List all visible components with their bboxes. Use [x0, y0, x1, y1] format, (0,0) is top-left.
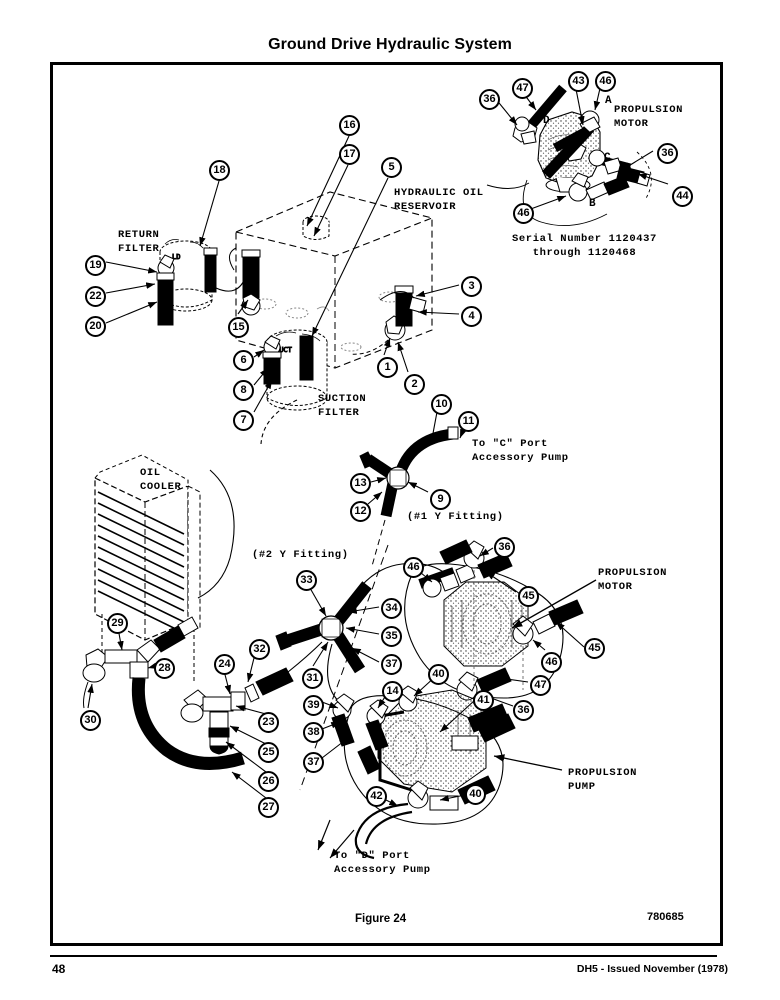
- callout-25[interactable]: 25: [258, 742, 279, 763]
- y-fitting-2-label: (#2 Y Fitting): [252, 549, 349, 561]
- diagram-frame: [50, 62, 723, 946]
- callout-36[interactable]: 36: [657, 143, 678, 164]
- callout-40[interactable]: 40: [428, 664, 449, 685]
- callout-37[interactable]: 37: [303, 752, 324, 773]
- drawing-number: 780685: [647, 911, 684, 923]
- propulsion-motor-top-label: PROPULSION MOTOR: [614, 104, 684, 130]
- callout-44[interactable]: 44: [672, 186, 693, 207]
- callout-13[interactable]: 13: [350, 473, 371, 494]
- port-letter-a: A: [605, 95, 612, 107]
- callout-37[interactable]: 37: [381, 654, 402, 675]
- callout-30[interactable]: 30: [80, 710, 101, 731]
- callout-20[interactable]: 20: [85, 316, 106, 337]
- oil-cooler-label: OIL COOLER: [140, 467, 182, 493]
- callout-18[interactable]: 18: [209, 160, 230, 181]
- callout-36[interactable]: 36: [479, 89, 500, 110]
- serial-number-note: Serial Number 1120437 through 1120468: [512, 233, 657, 259]
- callout-39[interactable]: 39: [303, 695, 324, 716]
- callout-8[interactable]: 8: [233, 380, 254, 401]
- to-d-port-label: To "D" Port Accessory Pump: [334, 850, 431, 876]
- callout-9[interactable]: 9: [430, 489, 451, 510]
- callout-19[interactable]: 19: [85, 255, 106, 276]
- callout-34[interactable]: 34: [381, 598, 402, 619]
- callout-43[interactable]: 43: [568, 71, 589, 92]
- callout-46[interactable]: 46: [403, 557, 424, 578]
- callout-46[interactable]: 46: [595, 71, 616, 92]
- callout-32[interactable]: 32: [249, 639, 270, 660]
- callout-6[interactable]: 6: [233, 350, 254, 371]
- page-title: Ground Drive Hydraulic System: [268, 36, 512, 53]
- callout-29[interactable]: 29: [107, 613, 128, 634]
- figure-label: Figure 24: [355, 913, 407, 925]
- callout-46[interactable]: 46: [513, 203, 534, 224]
- callout-11[interactable]: 11: [458, 411, 479, 432]
- callout-47[interactable]: 47: [512, 78, 533, 99]
- callout-46[interactable]: 46: [541, 652, 562, 673]
- callout-2[interactable]: 2: [404, 374, 425, 395]
- footer-text: DH5 - Issued November (1978): [576, 963, 728, 975]
- callout-41[interactable]: 41: [473, 690, 494, 711]
- to-c-port-label: To "C" Port Accessory Pump: [472, 438, 569, 464]
- callout-16[interactable]: 16: [339, 115, 360, 136]
- port-letter-c: C: [604, 152, 611, 164]
- callout-5[interactable]: 5: [381, 157, 402, 178]
- callout-1[interactable]: 1: [377, 357, 398, 378]
- return-filter-label: RETURN FILTER: [118, 229, 160, 255]
- callout-45[interactable]: 45: [584, 638, 605, 659]
- callout-17[interactable]: 17: [339, 144, 360, 165]
- callout-14[interactable]: 14: [382, 681, 403, 702]
- callout-26[interactable]: 26: [258, 771, 279, 792]
- callout-45[interactable]: 45: [518, 586, 539, 607]
- port-letter-b: B: [589, 198, 596, 210]
- propulsion-motor-right-label: PROPULSION MOTOR: [598, 567, 668, 593]
- callout-15[interactable]: 15: [228, 317, 249, 338]
- footer-rule: [50, 955, 717, 957]
- callout-27[interactable]: 27: [258, 797, 279, 818]
- callout-40[interactable]: 40: [465, 784, 486, 805]
- callout-33[interactable]: 33: [296, 570, 317, 591]
- callout-47[interactable]: 47: [530, 675, 551, 696]
- page-number: 48: [52, 962, 66, 976]
- suction-filter-label: SUCTION FILTER: [318, 393, 367, 419]
- callout-24[interactable]: 24: [214, 654, 235, 675]
- callout-28[interactable]: 28: [154, 658, 175, 679]
- y-fitting-1-label: (#1 Y Fitting): [407, 511, 504, 523]
- callout-35[interactable]: 35: [381, 626, 402, 647]
- callout-7[interactable]: 7: [233, 410, 254, 431]
- callout-36[interactable]: 36: [494, 537, 515, 558]
- callout-12[interactable]: 12: [350, 501, 371, 522]
- port-letter-d: D: [543, 115, 550, 127]
- propulsion-pump-label: PROPULSION PUMP: [568, 767, 638, 793]
- callout-31[interactable]: 31: [302, 668, 323, 689]
- callout-23[interactable]: 23: [258, 712, 279, 733]
- callout-4[interactable]: 4: [461, 306, 482, 327]
- callout-38[interactable]: 38: [303, 722, 324, 743]
- callout-3[interactable]: 3: [461, 276, 482, 297]
- callout-42[interactable]: 42: [366, 786, 387, 807]
- callout-36[interactable]: 36: [513, 700, 534, 721]
- callout-22[interactable]: 22: [85, 286, 106, 307]
- callout-10[interactable]: 10: [431, 394, 452, 415]
- hydraulic-oil-reservoir-label: HYDRAULIC OIL RESERVOIR: [394, 187, 484, 213]
